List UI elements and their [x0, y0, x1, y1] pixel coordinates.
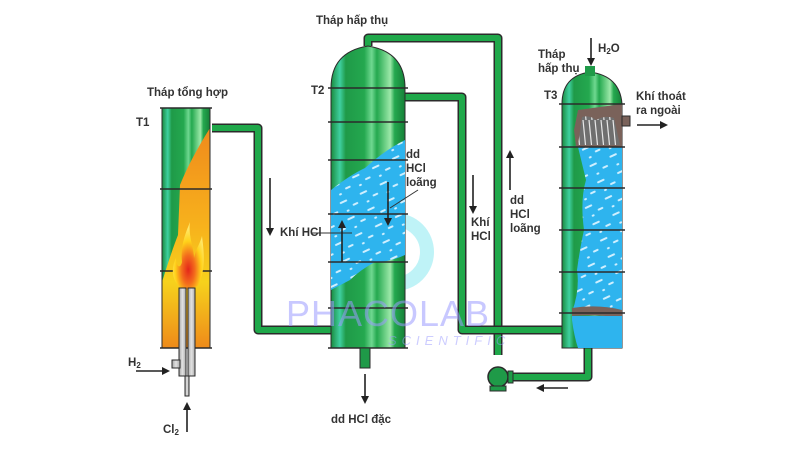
arrow-return-left — [536, 384, 568, 392]
cl2-label: Cl2 — [163, 424, 180, 437]
t3-name-line1: Tháp — [538, 49, 565, 61]
arrow-liquid-pipe-up — [506, 150, 514, 190]
dd-hcl-loang-t2-line3: loãng — [406, 177, 437, 189]
tower-t2 — [312, 45, 419, 369]
h2o-main: H — [598, 43, 606, 55]
t3-name-line2: hấp thụ — [538, 63, 580, 75]
tower-t3 — [559, 66, 631, 349]
gas-out-line1: Khí thoát — [636, 91, 686, 103]
t2-name-label: Tháp hấp thụ — [316, 15, 388, 27]
tower-t1 — [160, 107, 212, 397]
arrow-cl2 — [183, 402, 191, 432]
dd-hcl-loang-pipe-line2: HCl — [510, 209, 530, 221]
t1-name-label: Tháp tổng hợp — [147, 87, 228, 99]
cl2-sub: 2 — [175, 428, 180, 437]
h2-label: H2 — [128, 357, 141, 370]
arrow-gas-up-t2 — [338, 220, 346, 262]
liquid-t2 — [331, 140, 405, 290]
dd-hcl-loang-pipe-line3: loãng — [510, 223, 541, 235]
pipe-t2-to-t3-gas — [398, 92, 562, 335]
khi-hcl-pipe-line1: Khí — [471, 217, 490, 229]
h2o-sub: 2 — [606, 47, 611, 56]
khi-hcl-pipe-line2: HCl — [471, 231, 491, 243]
t2-tag-label: T2 — [311, 85, 324, 97]
flow-arrows — [136, 38, 668, 432]
pipe-t2-top-to-t3 — [363, 33, 503, 355]
arrow-h2 — [136, 367, 170, 375]
watermark-text: PHACOLAB — [286, 293, 490, 334]
gas-out-line2: ra ngoài — [636, 105, 681, 117]
dd-hcl-loang-pipe-line1: dd — [510, 195, 524, 207]
h2o-label: H2O — [598, 43, 620, 56]
arrow-gas-pipe-down — [469, 175, 477, 214]
pipe-t3-bottom-to-pump — [512, 348, 593, 382]
arrow-t1-pipe-down — [266, 178, 274, 236]
t3-tag-label: T3 — [544, 90, 557, 102]
h2-main: H — [128, 357, 136, 369]
arrow-liquid-down-t2 — [384, 182, 392, 226]
watermark-subtext: SCIENTIFIC — [388, 333, 510, 348]
khi-hcl-t2-label: Khí HCl — [280, 227, 322, 239]
arrow-gas-out — [637, 121, 668, 129]
pipe-t1-to-t2 — [212, 123, 332, 335]
dd-hcl-loang-t2-line2: HCl — [406, 163, 426, 175]
h2-sub: 2 — [136, 361, 141, 370]
arrow-h2o-in — [587, 38, 595, 66]
dd-hcl-loang-t2-line1: dd — [406, 149, 420, 161]
t1-tag-label: T1 — [136, 117, 150, 129]
flame — [172, 222, 204, 290]
pump — [487, 366, 514, 392]
dd-hcl-dac-label: dd HCl đặc — [331, 414, 392, 426]
arrow-hcl-product — [361, 374, 369, 404]
h2o-tail: O — [611, 43, 620, 55]
cl2-main: Cl — [163, 424, 175, 436]
